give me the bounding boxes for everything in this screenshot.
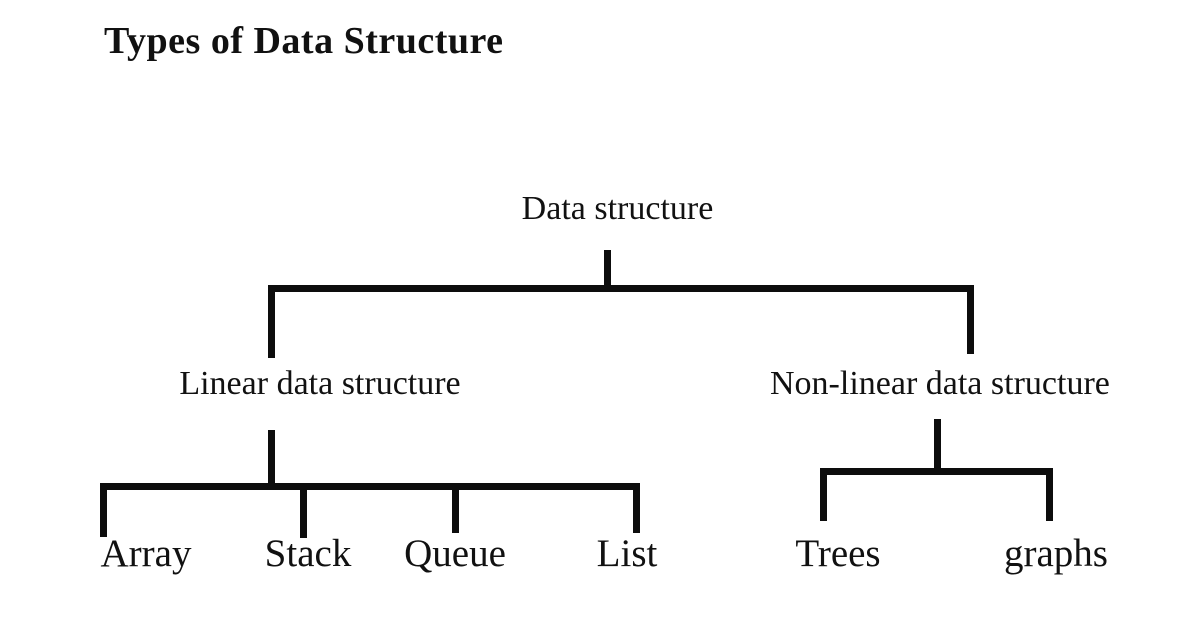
connector-nonlinear-bar (820, 468, 1053, 475)
connector-linear-bar (100, 483, 640, 490)
diagram-title: Types of Data Structure (104, 20, 504, 62)
connector-drop-linear (268, 285, 275, 358)
node-trees: Trees (795, 532, 881, 575)
node-queue: Queue (404, 532, 506, 575)
node-list: List (596, 532, 658, 575)
node-graphs: graphs (1004, 532, 1108, 575)
connector-root-stub (604, 250, 611, 292)
connector-linear-stub (268, 430, 275, 486)
node-array: Array (100, 532, 192, 575)
connector-drop-graphs (1046, 468, 1053, 521)
connector-drop-list (633, 483, 640, 533)
node-linear-data-structure: Linear data structure (179, 365, 461, 402)
node-data-structure: Data structure (521, 190, 714, 227)
connector-level1-bar (268, 285, 974, 292)
connector-drop-stack (300, 483, 307, 538)
connector-drop-queue (452, 483, 459, 533)
connector-drop-trees (820, 468, 827, 521)
connector-nonlinear-stub (934, 419, 941, 472)
node-stack: Stack (264, 532, 352, 575)
node-nonlinear-data-structure: Non-linear data structure (770, 365, 1110, 402)
connector-drop-nonlinear (967, 285, 974, 354)
connector-drop-array (100, 483, 107, 537)
